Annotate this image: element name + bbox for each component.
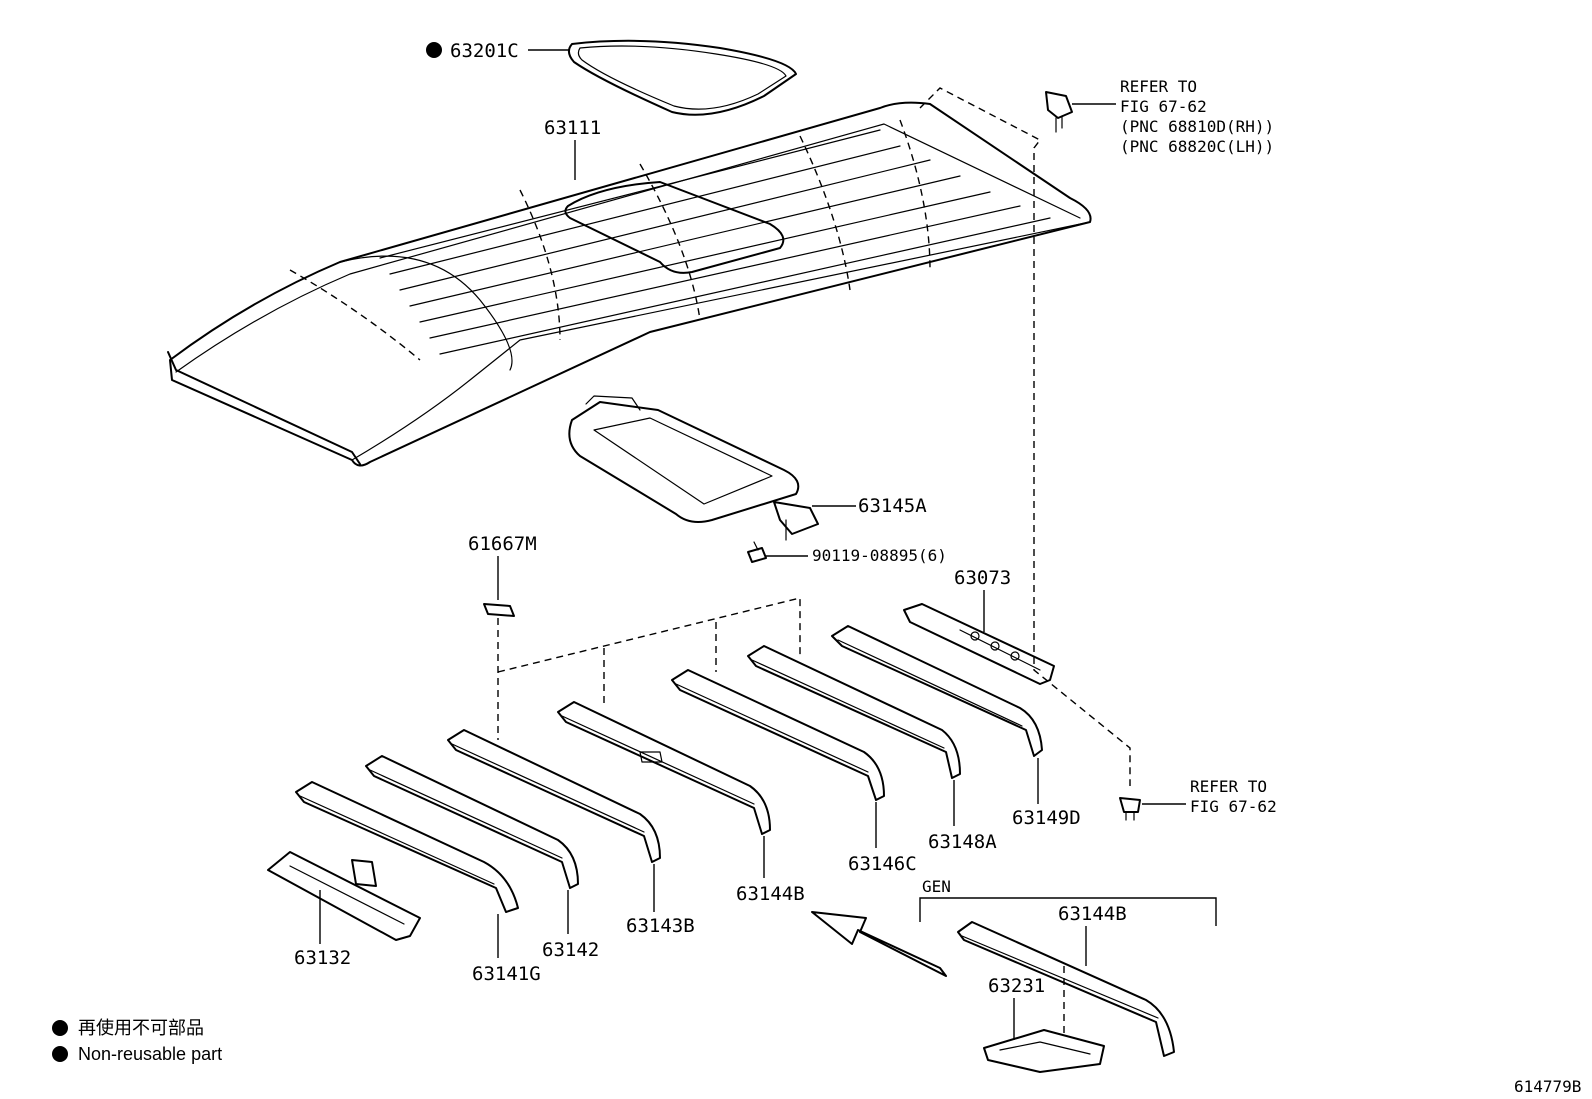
ref-top-line-1: REFER TO — [1120, 77, 1197, 96]
roof-clip-ref-bottom[interactable] — [1119, 797, 1141, 821]
roof-bow-63144B-gen[interactable] — [957, 921, 1175, 1057]
roof-clip-ref-top[interactable] — [1045, 91, 1073, 133]
roof-bow-63148A[interactable] — [747, 645, 961, 779]
part-label-63201C[interactable]: 63201C — [450, 40, 519, 62]
legend-text-jp: 再使用不可部品 — [78, 1018, 204, 1038]
part-label-63145A[interactable]: 63145A — [858, 495, 927, 517]
legend-text-en: Non-reusable part — [78, 1044, 222, 1064]
roof-panel-63111[interactable] — [167, 101, 1092, 467]
roof-bow-63143B[interactable] — [447, 729, 661, 863]
sunroof-seal-63201C[interactable] — [568, 39, 797, 116]
ref-top-line-2: FIG 67-62 — [1120, 97, 1207, 116]
part-label-63144B-gen[interactable]: 63144B — [1058, 903, 1127, 925]
ref-note-top: REFER TO FIG 67-62 (PNC 68810D(RH)) (PNC… — [1120, 77, 1274, 156]
part-label-63148A[interactable]: 63148A — [928, 831, 997, 853]
legend-marker-icon-jp — [52, 1020, 68, 1036]
sunroof-frame-63145A[interactable] — [568, 395, 819, 541]
part-label-63143B[interactable]: 63143B — [626, 915, 695, 937]
part-label-63149D[interactable]: 63149D — [1012, 807, 1081, 829]
legend-marker-icon-en — [52, 1046, 68, 1062]
ref-bottom-line-2: FIG 67-62 — [1190, 797, 1277, 816]
gen-group-label: GEN — [922, 877, 951, 896]
bracket-63231[interactable] — [983, 1029, 1105, 1073]
roof-bow-63142[interactable] — [365, 755, 579, 889]
ref-top-line-4: (PNC 68820C(LH)) — [1120, 137, 1274, 156]
roof-rail-63073[interactable] — [903, 603, 1055, 685]
part-label-63132[interactable]: 63132 — [294, 947, 351, 969]
ref-top-line-3: (PNC 68810D(RH)) — [1120, 117, 1274, 136]
roof-bow-63146C[interactable] — [671, 669, 885, 801]
ref-dash-line-top — [919, 87, 1131, 786]
part-label-63141G[interactable]: 63141G — [472, 963, 541, 985]
ref-bottom-line-1: REFER TO — [1190, 777, 1267, 796]
part-label-90119-08895[interactable]: 90119-08895(6) — [812, 546, 947, 565]
part-label-63231[interactable]: 63231 — [988, 975, 1045, 997]
pad-61667M[interactable] — [483, 603, 515, 617]
part-label-63146C[interactable]: 63146C — [848, 853, 917, 875]
gen-group-bracket — [919, 897, 1217, 926]
part-label-63073[interactable]: 63073 — [954, 567, 1011, 589]
direction-arrow-icon — [811, 911, 947, 977]
front-header-63132[interactable] — [267, 851, 421, 941]
bolt-90119-08895[interactable] — [747, 541, 767, 563]
part-label-61667M[interactable]: 61667M — [468, 533, 537, 555]
non-reusable-marker-icon — [426, 42, 442, 58]
figure-id: 614779B — [1514, 1077, 1581, 1096]
part-label-63142[interactable]: 63142 — [542, 939, 599, 961]
roof-bow-63149D[interactable] — [831, 625, 1043, 757]
ref-dash-line-bows — [497, 597, 801, 740]
roof-bow-63144B[interactable] — [557, 701, 771, 835]
part-label-63111[interactable]: 63111 — [544, 117, 601, 139]
roof-bow-63141G[interactable] — [295, 781, 519, 913]
part-label-63144B[interactable]: 63144B — [736, 883, 805, 905]
